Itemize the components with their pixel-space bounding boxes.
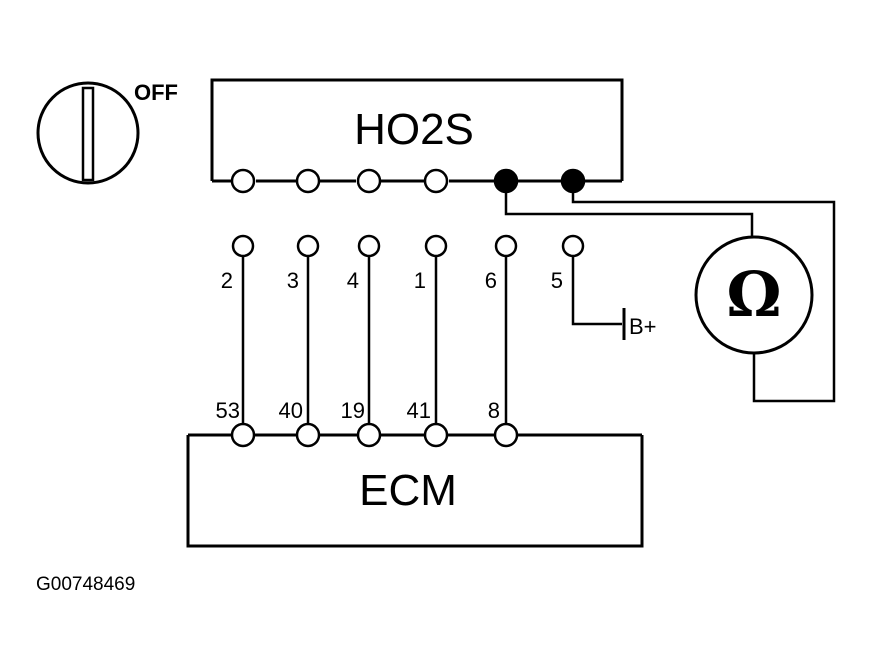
battery-label: B+: [629, 314, 657, 339]
ohm-symbol: Ω: [726, 258, 781, 331]
pin-label: 6: [485, 268, 497, 293]
ho2s-label: HO2S: [354, 105, 474, 154]
pin-label: 5: [551, 268, 563, 293]
ecm-pin-label: 53: [216, 398, 240, 423]
harness-terminals: [231, 234, 585, 258]
figure-code: G00748469: [36, 574, 135, 595]
pin-label: 2: [221, 268, 233, 293]
ohmmeter-lead-1: [504, 192, 754, 237]
pin-label: 1: [414, 268, 426, 293]
ohmmeter-lead-2: [571, 192, 836, 403]
ecm-label: ECM: [359, 466, 457, 515]
pin-label: 3: [287, 268, 299, 293]
pin-label: 4: [347, 268, 359, 293]
ecm-pin-label: 19: [341, 398, 365, 423]
switch-off-label: OFF: [134, 80, 178, 105]
ecm-pin-label: 8: [488, 398, 500, 423]
battery-wire: [571, 256, 622, 326]
ecm-module: [186, 422, 644, 548]
ecm-pin-label: 41: [407, 398, 431, 423]
harness-wires: [241, 256, 508, 424]
ignition-switch-icon: [36, 81, 140, 185]
ecm-pin-label: 40: [279, 398, 303, 423]
ohmmeter-icon: [694, 235, 814, 355]
